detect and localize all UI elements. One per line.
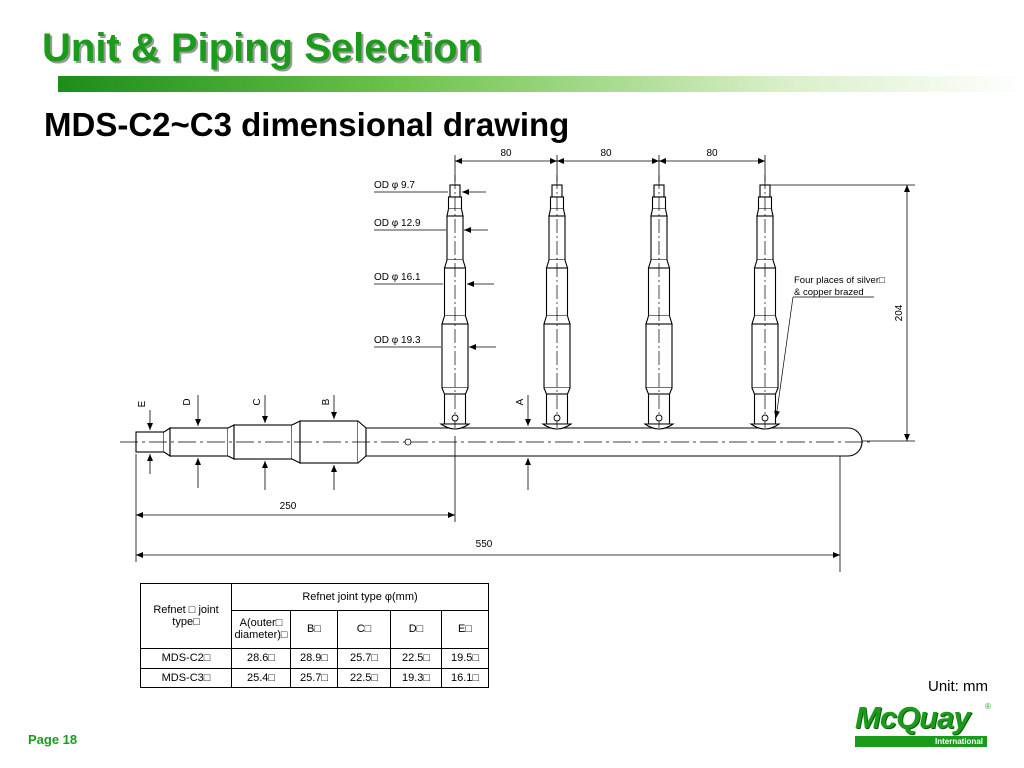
- od-callouts: OD φ 9.7 OD φ 12.9 OD φ 16.1 OD φ 19.3: [374, 180, 496, 350]
- section-label-d: D: [182, 398, 193, 405]
- cell-d: 19.3□: [390, 667, 442, 689]
- branch-pipe-2: [542, 174, 572, 430]
- cell-a: 28.6□: [231, 648, 291, 669]
- col-header-b: B□: [290, 609, 338, 650]
- page-number: Page 18: [28, 732, 78, 747]
- brazing-note-line-1: Four places of silver□: [794, 275, 885, 286]
- spacing-dimensions: 80 80 80: [454, 148, 766, 182]
- col-header-e: E□: [441, 609, 489, 650]
- col-header-a: A(outer□ diameter)□: [231, 609, 291, 650]
- cell-e: 16.1□: [441, 667, 489, 689]
- table-row: MDS-C3□ 25.4□ 25.7□ 22.5□ 19.3□ 16.1□: [140, 667, 489, 689]
- brazing-note-line-2: & copper brazed: [794, 287, 864, 298]
- spacing-label-3: 80: [706, 148, 718, 159]
- header-group: Refnet joint type φ(mm): [231, 583, 489, 611]
- title-underline-bar: [58, 76, 1024, 92]
- mcquay-logo: McQuay ® International: [855, 700, 991, 748]
- row-type: MDS-C3□: [140, 667, 232, 689]
- header-joint-type: Refnet □ joint type□: [140, 582, 232, 650]
- od-label-3: OD φ 16.1: [374, 272, 421, 283]
- section-label-b: B: [321, 398, 332, 405]
- length-total-label: 550: [476, 539, 493, 550]
- section-markers: E D C B A: [137, 395, 531, 490]
- branch-pipe-1: [440, 174, 470, 430]
- cell-a: 25.4□: [231, 667, 291, 689]
- od-label-1: OD φ 9.7: [374, 180, 415, 191]
- cell-e: 19.5□: [441, 648, 489, 669]
- section-label-a: A: [515, 398, 526, 405]
- registered-mark: ®: [985, 702, 991, 711]
- cell-c: 22.5□: [337, 667, 391, 689]
- unit-note: Unit: mm: [928, 678, 988, 695]
- refnet-spec-table: Refnet □ joint type□ Refnet joint type φ…: [140, 582, 489, 689]
- section-label-c: C: [252, 398, 263, 405]
- height-dimension: 204: [770, 184, 915, 442]
- table-row: MDS-C2□ 28.6□ 28.9□ 25.7□ 22.5□ 19.5□: [140, 648, 489, 669]
- cell-c: 25.7□: [337, 648, 391, 669]
- height-label: 204: [894, 304, 905, 321]
- length-short-label: 250: [280, 501, 297, 512]
- branch-pipe-4: [750, 174, 780, 430]
- logo-band: International: [855, 736, 987, 747]
- brazing-note: Four places of silver□ & copper brazed: [774, 275, 885, 419]
- od-label-2: OD φ 12.9: [374, 218, 421, 229]
- spacing-label-2: 80: [600, 148, 612, 159]
- branch-pipe-3: [644, 174, 674, 430]
- col-header-c: C□: [337, 609, 391, 650]
- cell-d: 22.5□: [390, 648, 442, 669]
- header-pipe: [120, 420, 870, 464]
- col-header-d: D□: [390, 609, 442, 650]
- cell-b: 25.7□: [290, 667, 338, 689]
- spacing-label-1: 80: [500, 148, 512, 159]
- slide-subtitle: MDS-C2~C3 dimensional drawing: [44, 106, 570, 143]
- cell-b: 28.9□: [290, 648, 338, 669]
- section-label-e: E: [137, 400, 148, 407]
- row-type: MDS-C2□: [140, 648, 232, 669]
- logo-tagline: International: [934, 737, 983, 746]
- od-label-4: OD φ 19.3: [374, 335, 421, 346]
- logo-wordmark: McQuay: [855, 700, 971, 735]
- slide-title: Unit & Piping Selection: [42, 26, 483, 70]
- length-dimensions: 250 550: [135, 436, 841, 572]
